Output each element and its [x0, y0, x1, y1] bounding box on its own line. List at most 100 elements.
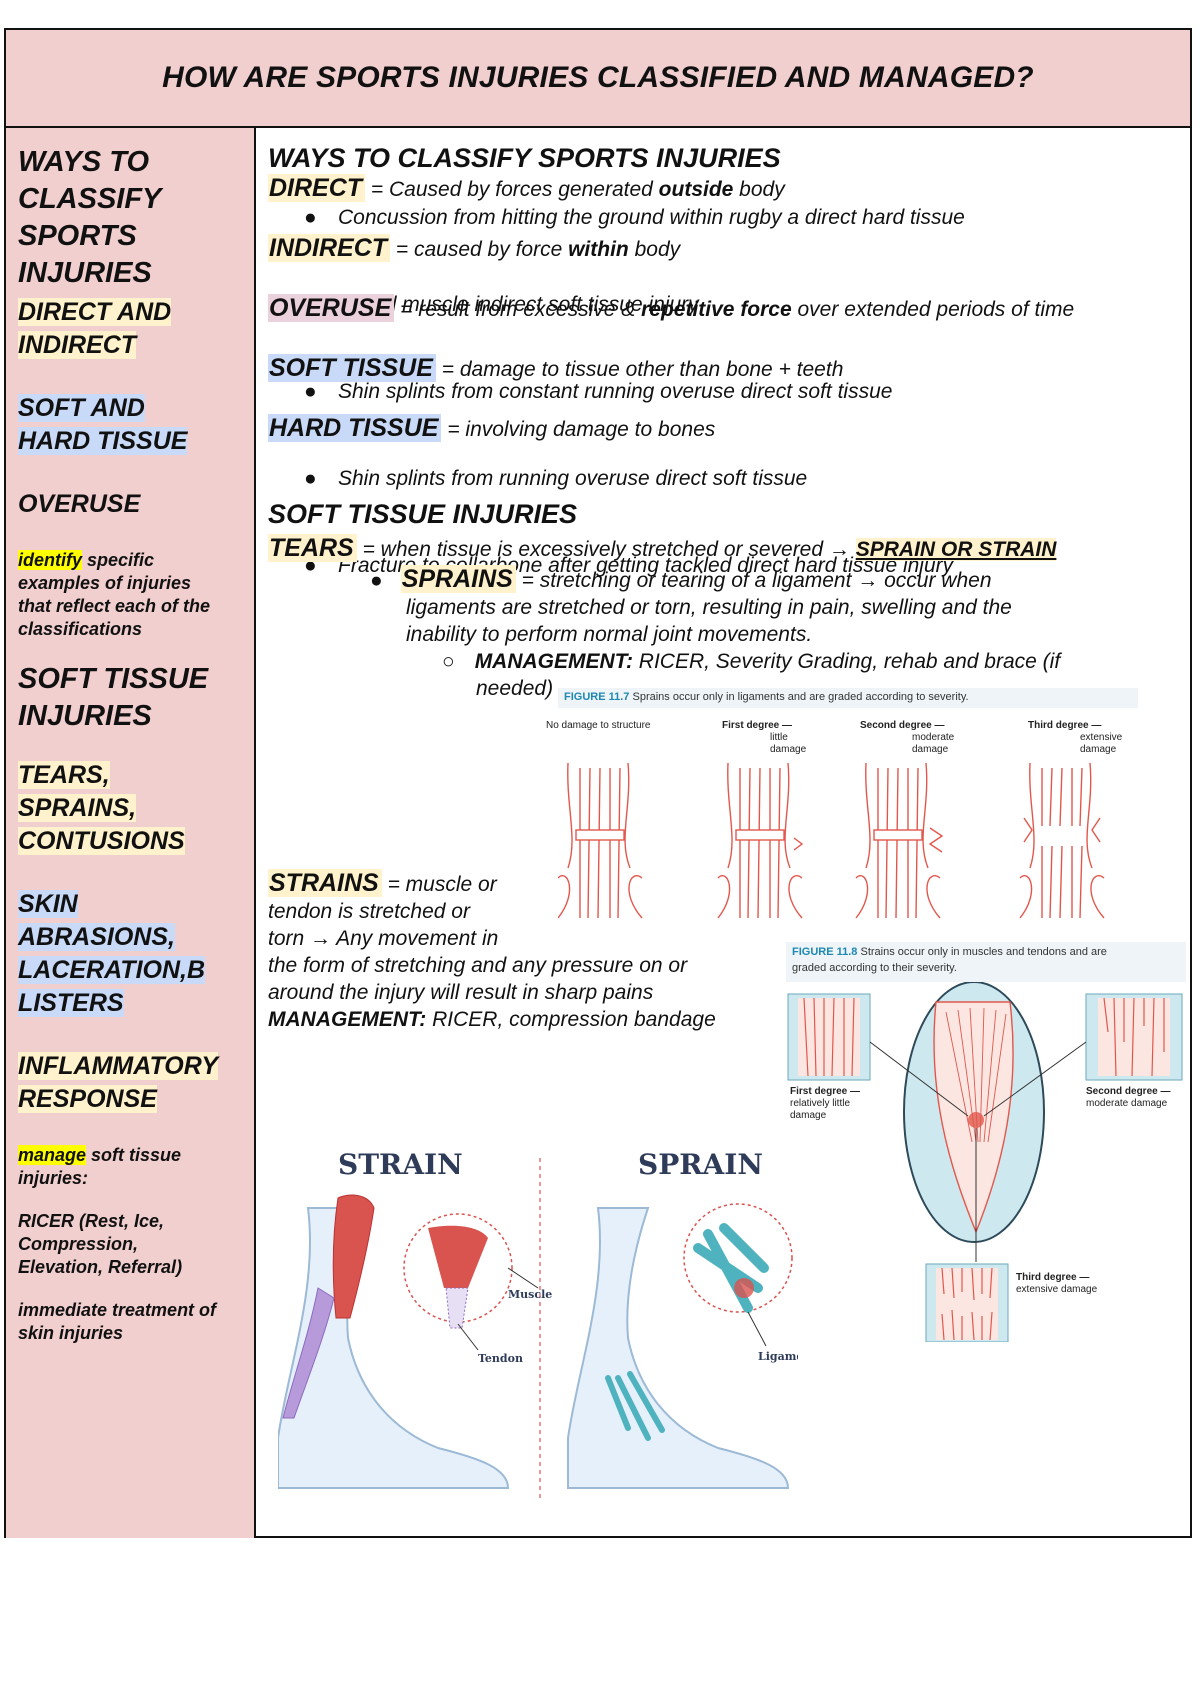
joint-second-degree: [855, 762, 944, 919]
definition-text: RICER, compression bandage: [432, 1008, 716, 1031]
highlight-word: manage: [18, 1145, 87, 1165]
definition-bold: outside: [658, 178, 734, 201]
classify-heading: WAYS TO CLASSIFY SPORTS INJURIES: [268, 143, 781, 173]
joint-third-degree: [1019, 762, 1105, 919]
strains-block: STRAINS = muscle or tendon is stretched …: [268, 869, 716, 1033]
notes-sheet: HOW ARE SPORTS INJURIES CLASSIFIED AND M…: [4, 28, 1192, 1538]
example-text: Pulled muscle indirect soft tissue injur…: [338, 293, 699, 316]
term-hard-tissue: HARD TISSUE: [268, 414, 442, 442]
left-ricer: RICER (Rest, Ice, Compression, Elevation…: [18, 1210, 244, 1279]
left-text: SOFT TISSUE: [18, 663, 209, 695]
left-soft-hard: SOFT AND HARD TISSUE: [18, 392, 244, 458]
grade-title: First degree —: [790, 1086, 861, 1097]
left-text: RICER (Rest, Ice,: [18, 1211, 165, 1231]
page-title: HOW ARE SPORTS INJURIES CLASSIFIED AND M…: [162, 61, 1034, 94]
grade-title: No damage to structure: [546, 720, 651, 731]
term-indirect: INDIRECT: [268, 234, 391, 262]
soft-tissue-definition: SOFT TISSUE = damage to tissue other tha…: [268, 354, 843, 384]
soft-tissue-example: ●Shin splints from running overuse direc…: [304, 467, 808, 490]
figure-label: FIGURE 11.8: [792, 946, 858, 958]
left-heading-line: WAYS TO: [18, 146, 150, 178]
right-notes-column: WAYS TO CLASSIFY SPORTS INJURIES DIRECT …: [258, 128, 1192, 1538]
left-text: INDIRECT: [18, 331, 137, 359]
left-heading-line: INJURIES: [18, 257, 152, 289]
left-text: that reflect each of the: [18, 596, 211, 616]
figure-11-7: FIGURE 11.7 Sprains occur only in ligame…: [546, 688, 1192, 938]
left-text: classifications: [18, 619, 143, 639]
sprains-block: ●SPRAINS = stretching or tearing of a li…: [370, 565, 1060, 702]
direct-definition: DIRECT = Caused by forces generated outs…: [268, 174, 785, 204]
left-identify-note: identify specific examples of injuries t…: [18, 549, 244, 641]
grade-title: Third degree —: [1016, 1272, 1090, 1283]
definition-text: = result from excessive &: [400, 298, 642, 321]
left-text: DIRECT AND: [18, 298, 172, 326]
figure-caption-bar: FIGURE 11.8 Strains occur only in muscle…: [786, 942, 1186, 982]
term-strains: STRAINS: [268, 869, 382, 897]
indirect-definition: INDIRECT = caused by force within body: [268, 234, 680, 264]
left-text: specific: [87, 550, 155, 570]
term-tears: TEARS: [268, 534, 357, 562]
sprain-or-strain-label: SPRAIN OR STRAIN: [855, 538, 1057, 561]
ligament-grades-illustration: [558, 762, 1105, 919]
sprain-foot: [567, 1203, 793, 1489]
definition-text: body: [733, 178, 785, 201]
definition-text: = damage to tissue other than bone + tee…: [441, 358, 844, 381]
definition-text: inability to perform normal joint moveme…: [406, 623, 813, 646]
grade-sub: extensive damage: [1016, 1284, 1098, 1295]
definition-text: ligaments are stretched or torn, resulti…: [406, 596, 1012, 619]
ligament-label: Ligament: [758, 1350, 798, 1363]
left-manage-note: manage soft tissue injuries:: [18, 1144, 244, 1190]
joint-first-degree: [717, 762, 804, 919]
grade-sub: damage: [790, 1110, 827, 1121]
grade-sub: moderate damage: [1086, 1098, 1168, 1109]
title-bar: HOW ARE SPORTS INJURIES CLASSIFIED AND M…: [6, 30, 1190, 128]
left-text: CONTUSIONS: [18, 827, 185, 855]
grade-sub: relatively little: [790, 1098, 851, 1109]
example-text: Shin splints from running overuse direct…: [338, 467, 808, 490]
term-direct: DIRECT: [268, 174, 366, 202]
definition-text: = stretching or tearing of a ligament → …: [521, 569, 992, 592]
definition-bold: within: [568, 238, 629, 261]
figure-caption: Sprains occur only in ligaments and are …: [632, 691, 969, 703]
direct-example: ●Concussion from hitting the ground with…: [304, 206, 965, 229]
left-text: skin injuries: [18, 1323, 124, 1343]
grade-title: First degree —: [722, 720, 793, 731]
left-text: LACERATION,B: [18, 956, 206, 984]
left-tears: TEARS, SPRAINS, CONTUSIONS: [18, 759, 244, 858]
figure-caption-bar: FIGURE 11.7 Sprains occur only in ligame…: [558, 688, 1138, 708]
left-direct-indirect: DIRECT AND INDIRECT: [18, 296, 244, 362]
left-text: injuries:: [18, 1168, 89, 1188]
definition-text: the form of stretching and any pressure …: [268, 954, 688, 977]
muscle-label: Muscle: [508, 1288, 552, 1301]
sprains-line: ●SPRAINS = stretching or tearing of a li…: [370, 565, 1060, 594]
muscle-fibres: [945, 1007, 1007, 1143]
overuse-definition: OVERUSE = result from excessive & repeti…: [268, 294, 1074, 324]
joint-no-damage: [558, 762, 643, 919]
grade-title: Second degree —: [1086, 1086, 1171, 1097]
definition-text: = caused by force: [395, 238, 569, 261]
strains-line: STRAINS = muscle or: [268, 869, 716, 898]
definition-text: = when tissue is excessively stretched o…: [362, 538, 856, 561]
strain-vs-sprain-illustration: STRAIN SPRAIN Muscle Tendon: [278, 1148, 798, 1498]
strains-management: MANAGEMENT: RICER, compression bandage: [268, 1006, 716, 1033]
left-text: immediate treatment of: [18, 1300, 217, 1320]
figure-11-8: FIGURE 11.8 Strains occur only in muscle…: [786, 942, 1192, 1342]
term-soft-tissue: SOFT TISSUE: [268, 354, 436, 382]
strain-grades-illustration: [787, 982, 1183, 1342]
fibres-second: [1103, 997, 1165, 1077]
overuse-example: ●Shin splints from constant running over…: [304, 380, 893, 403]
highlight-word: identify: [18, 550, 83, 570]
definition-text: = involving damage to bones: [447, 418, 716, 441]
left-skin: SKIN ABRASIONS, LACERATION,B LISTERS: [18, 888, 244, 1020]
left-text: INFLAMMATORY: [18, 1052, 218, 1080]
grade-title: Second degree —: [860, 720, 945, 731]
hard-tissue-definition: HARD TISSUE = involving damage to bones: [268, 414, 715, 444]
left-text: SOFT AND: [18, 394, 145, 422]
term-sprains: SPRAINS: [400, 565, 516, 593]
left-text: SKIN: [18, 890, 78, 918]
definition-text: = muscle or: [387, 873, 497, 896]
